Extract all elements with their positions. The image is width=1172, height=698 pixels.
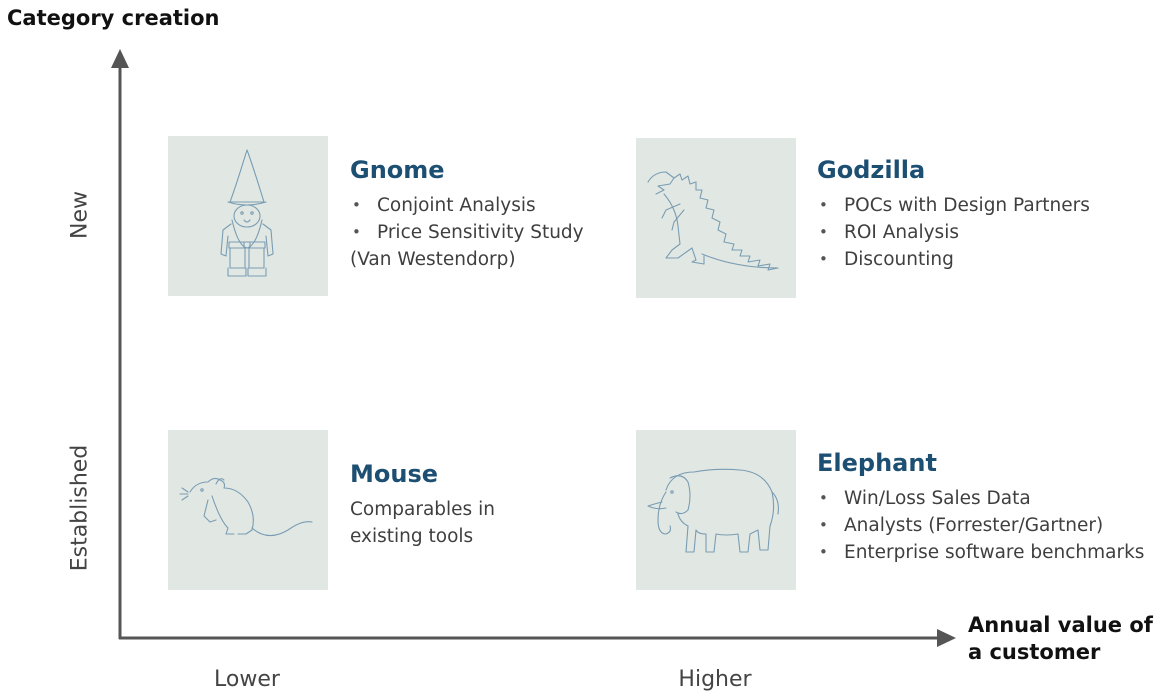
elephant-title: Elephant	[817, 449, 937, 477]
y-level-new: New	[67, 191, 93, 239]
list-item: Price Sensitivity Study	[350, 219, 584, 246]
mouse-card: Mouse Comparables in existing tools	[350, 458, 495, 550]
gnome-icon	[220, 149, 274, 277]
gnome-methods-list: Conjoint Analysis Price Sensitivity Stud…	[350, 192, 584, 246]
x-level-lower: Lower	[214, 667, 280, 692]
y-axis-arrowhead	[111, 49, 129, 68]
x-axis-title-line1: Annual value of	[968, 613, 1153, 637]
y-level-established: Established	[67, 444, 93, 572]
list-item: ROI Analysis	[817, 219, 1090, 246]
gnome-card: Gnome Conjoint Analysis Price Sensitivit…	[350, 154, 584, 273]
gnome-tile	[168, 136, 328, 296]
godzilla-card: Godzilla POCs with Design Partners ROI A…	[817, 154, 1090, 273]
list-item: Enterprise software benchmarks	[817, 539, 1144, 566]
mouse-title: Mouse	[350, 460, 439, 488]
mouse-description: Comparables in existing tools	[350, 499, 495, 547]
gnome-title: Gnome	[350, 156, 445, 184]
elephant-tile	[636, 430, 796, 590]
x-axis-title-line2: a customer	[968, 640, 1101, 664]
list-item: Conjoint Analysis	[350, 192, 584, 219]
x-axis-title: Annual value of a customer	[968, 612, 1168, 666]
x-level-higher: Higher	[678, 667, 752, 692]
elephant-icon	[647, 468, 779, 553]
godzilla-title: Godzilla	[817, 156, 926, 184]
mouse-tile	[168, 430, 328, 590]
elephant-methods-list: Win/Loss Sales Data Analysts (Forrester/…	[817, 485, 1144, 566]
godzilla-methods-list: POCs with Design Partners ROI Analysis D…	[817, 192, 1090, 273]
list-item: Win/Loss Sales Data	[817, 485, 1144, 512]
x-axis-arrowhead	[937, 629, 956, 647]
mouse-icon	[179, 477, 313, 537]
godzilla-icon	[647, 171, 779, 271]
list-item: POCs with Design Partners	[817, 192, 1090, 219]
godzilla-tile	[636, 138, 796, 298]
list-item: Discounting	[817, 246, 1090, 273]
gnome-method-continuation: (Van Westendorp)	[350, 249, 516, 270]
elephant-card: Elephant Win/Loss Sales Data Analysts (F…	[817, 447, 1144, 566]
y-axis-title: Category creation	[7, 6, 220, 30]
list-item: Analysts (Forrester/Gartner)	[817, 512, 1144, 539]
